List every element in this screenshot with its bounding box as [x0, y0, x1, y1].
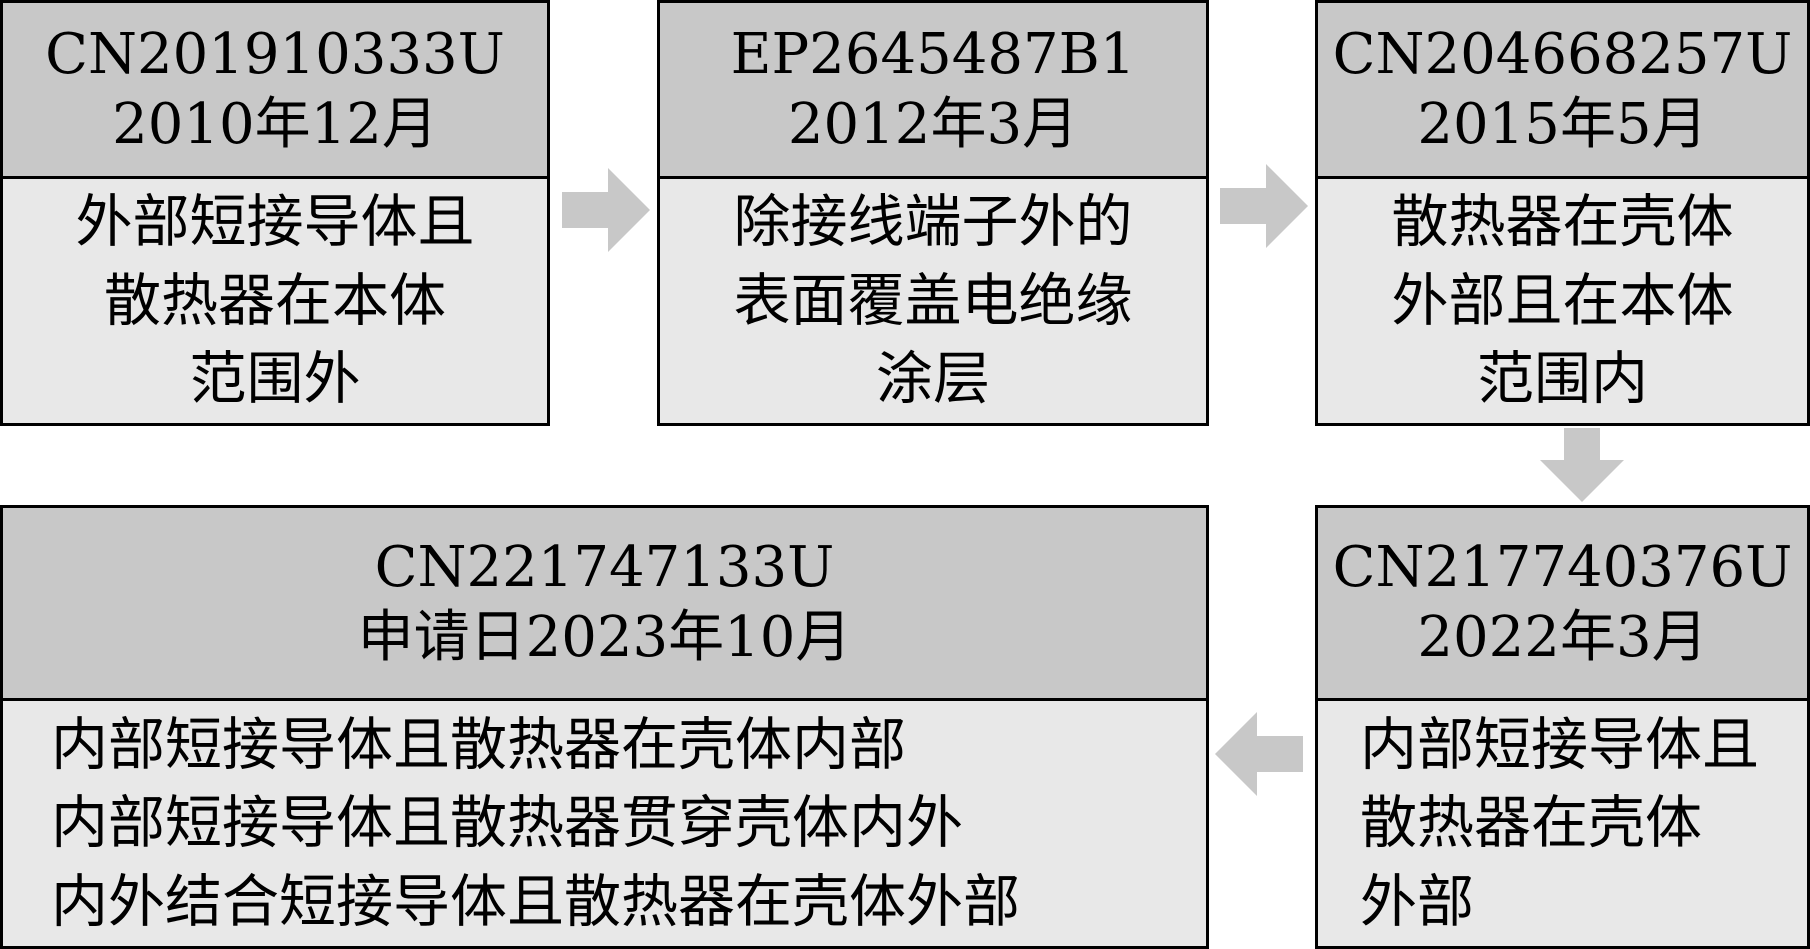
patent-number: EP2645487B1	[730, 21, 1136, 87]
description-line: 散热器在本体	[104, 267, 446, 334]
description-line: 内部短接导体且	[1360, 711, 1759, 778]
arrow-down-icon	[1540, 428, 1624, 502]
description-line: 范围外	[189, 346, 361, 413]
arrow-right-icon	[1220, 164, 1308, 248]
card-body: 外部短接导体且 散热器在本体 范围外	[3, 179, 547, 423]
description-line: 内外结合短接导体且散热器在壳体外部	[51, 868, 1020, 935]
card-header: CN221747133U 申请日2023年10月	[3, 508, 1206, 701]
arrow-right-icon	[562, 168, 650, 252]
patent-date: 2015年5月	[1417, 91, 1708, 157]
card-header: CN217740376U 2022年3月	[1318, 508, 1807, 701]
patent-number: CN204668257U	[1332, 21, 1793, 87]
patent-number: CN221747133U	[374, 535, 835, 600]
patent-number: CN217740376U	[1332, 535, 1793, 600]
description-line: 外部且在本体	[1391, 267, 1734, 334]
patent-card-cn201910333u: CN201910333U 2010年12月 外部短接导体且 散热器在本体 范围外	[0, 0, 550, 426]
description-line: 内部短接导体且散热器贯穿壳体内外	[51, 790, 963, 857]
description-line: 涂层	[876, 346, 990, 413]
patent-card-ep2645487b1: EP2645487B1 2012年3月 除接线端子外的 表面覆盖电绝缘 涂层	[657, 0, 1209, 426]
description-line: 外部短接导体且	[75, 189, 475, 256]
patent-card-cn217740376u: CN217740376U 2022年3月 内部短接导体且 散热器在壳体 外部	[1315, 505, 1810, 949]
patent-card-cn204668257u: CN204668257U 2015年5月 散热器在壳体 外部且在本体 范围内	[1315, 0, 1810, 426]
card-body: 除接线端子外的 表面覆盖电绝缘 涂层	[660, 179, 1206, 423]
card-header: CN204668257U 2015年5月	[1318, 3, 1807, 179]
description-line: 散热器在壳体	[1391, 189, 1734, 256]
patent-date: 2010年12月	[112, 91, 438, 157]
card-body: 散热器在壳体 外部且在本体 范围内	[1318, 179, 1807, 423]
card-header: EP2645487B1 2012年3月	[660, 3, 1206, 179]
patent-date: 申请日2023年10月	[357, 605, 852, 670]
patent-date: 2012年3月	[787, 91, 1079, 157]
patent-date: 2022年3月	[1417, 605, 1708, 670]
description-line: 外部	[1360, 868, 1474, 935]
card-body: 内部短接导体且散热器在壳体内部 内部短接导体且散热器贯穿壳体内外 内外结合短接导…	[3, 701, 1206, 946]
description-line: 除接线端子外的	[733, 189, 1133, 256]
description-line: 散热器在壳体	[1360, 790, 1702, 857]
patent-card-cn221747133u: CN221747133U 申请日2023年10月 内部短接导体且散热器在壳体内部…	[0, 505, 1209, 949]
patent-number: CN201910333U	[45, 21, 505, 87]
arrow-left-icon	[1215, 712, 1303, 796]
card-body: 内部短接导体且 散热器在壳体 外部	[1318, 701, 1807, 946]
card-header: CN201910333U 2010年12月	[3, 3, 547, 179]
description-line: 内部短接导体且散热器在壳体内部	[51, 711, 906, 778]
description-line: 表面覆盖电绝缘	[733, 267, 1133, 334]
description-line: 范围内	[1477, 346, 1648, 413]
